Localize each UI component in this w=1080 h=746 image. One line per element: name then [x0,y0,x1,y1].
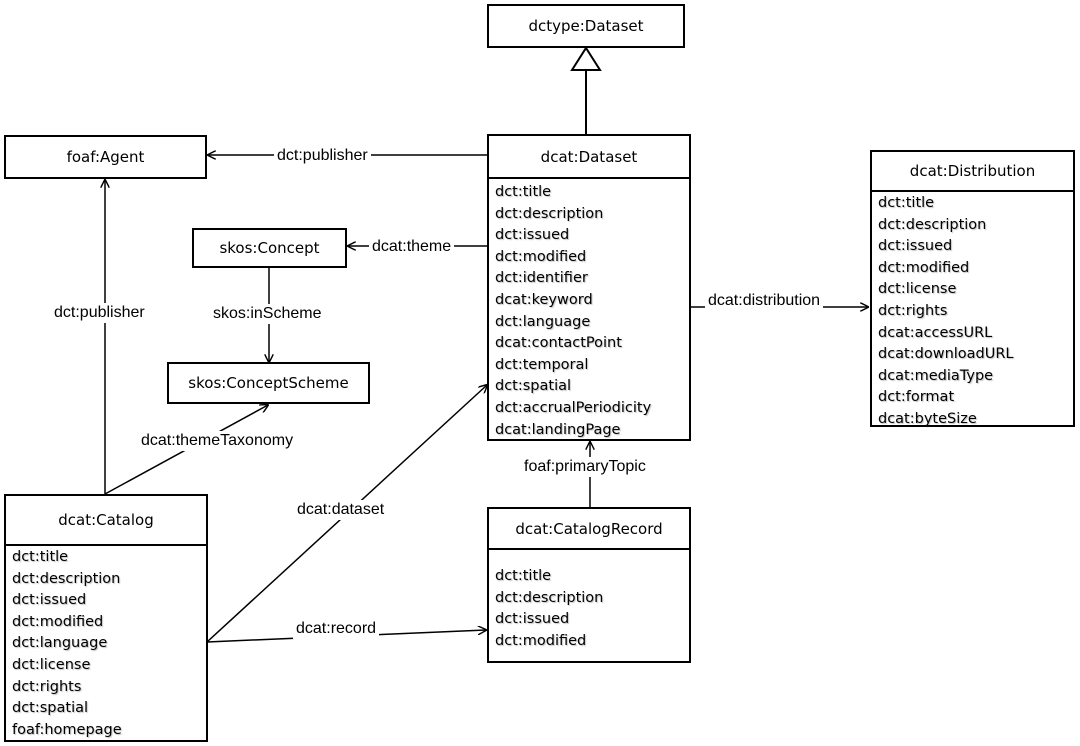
attribute-list: dct:title dct:description dct:issued dct… [489,550,689,652]
attribute: dct:license [12,656,91,673]
attribute: dcat:contactPoint [495,335,622,352]
attribute: dct:issued [878,238,953,255]
attribute-list: dct:title dct:description dct:issued dct… [872,192,1073,431]
attribute-list: dct:title dct:description dct:issued dct… [489,179,689,441]
attribute: dct:format [878,389,955,406]
class-title: dcat:Distribution [872,152,1073,192]
label-record: dcat:record [293,619,380,639]
label-dataset-publisher: dct:publisher [274,146,371,166]
attribute: dcat:keyword [495,291,593,308]
attribute: dct:modified [495,632,587,649]
class-title: skos:ConceptScheme [188,374,349,392]
attribute: foaf:homepage [12,721,122,738]
attribute: dct:modified [495,248,587,265]
class-skos-concept: skos:Concept [192,228,347,268]
attribute: dct:language [495,313,591,330]
class-foaf-agent: foaf:Agent [4,135,207,179]
attribute: dct:issued [495,227,570,244]
class-title: dcat:CatalogRecord [489,509,689,550]
class-title: foaf:Agent [66,148,145,166]
label-distribution: dcat:distribution [705,291,824,311]
attribute: dct:modified [12,613,104,630]
label-theme: dcat:theme [369,237,455,257]
class-dcat-catalogrecord: dcat:CatalogRecord dct:title dct:descrip… [487,507,691,663]
class-dcat-dataset: dcat:Dataset dct:title dct:description d… [487,134,691,441]
class-dcat-catalog: dcat:Catalog dct:title dct:description d… [4,494,208,742]
attribute: dct:temporal [495,356,589,373]
attribute: dcat:landingPage [495,421,621,438]
attribute: dcat:accessURL [878,324,993,341]
label-catalog-publisher: dct:publisher [51,303,148,323]
attribute: dct:title [495,568,552,584]
attribute: dcat:byteSize [878,410,977,427]
attribute: dct:issued [495,611,570,628]
class-dcat-distribution: dcat:Distribution dct:title dct:descript… [870,150,1075,427]
attribute: dct:description [878,216,987,233]
attribute: dct:description [495,205,604,222]
attribute: dct:description [495,589,604,606]
attribute: dcat:downloadURL [878,346,1014,363]
attribute: dct:spatial [495,378,572,395]
attribute: dct:title [495,184,552,200]
attribute: dct:rights [878,302,948,319]
attribute: dct:title [878,195,935,211]
subclass-triangle [570,46,602,71]
attribute: dct:description [12,570,121,587]
attribute: dct:modified [878,259,970,276]
attribute: dct:spatial [12,700,89,717]
class-title: dcat:Catalog [6,496,206,546]
attribute-list: dct:title dct:description dct:issued dct… [6,546,206,741]
attribute: dct:title [12,549,69,565]
class-title: dcat:Dataset [489,136,689,179]
attribute: dct:issued [12,592,87,609]
label-in-scheme: skos:inScheme [210,304,325,324]
class-title: skos:Concept [219,239,320,257]
attribute: dcat:mediaType [878,367,994,384]
attribute: dct:accrualPeriodicity [495,399,652,416]
class-dctype-dataset: dctype:Dataset [487,4,685,48]
attribute: dct:language [12,635,108,652]
attribute: dct:rights [12,678,82,695]
label-primary-topic: foaf:primaryTopic [521,457,649,477]
class-skos-conceptscheme: skos:ConceptScheme [167,362,370,404]
class-title: dctype:Dataset [528,17,644,35]
attribute: dct:license [878,281,957,298]
label-dataset: dcat:dataset [294,500,388,520]
attribute: dct:identifier [495,270,588,287]
label-theme-taxonomy: dcat:themeTaxonomy [138,431,297,451]
